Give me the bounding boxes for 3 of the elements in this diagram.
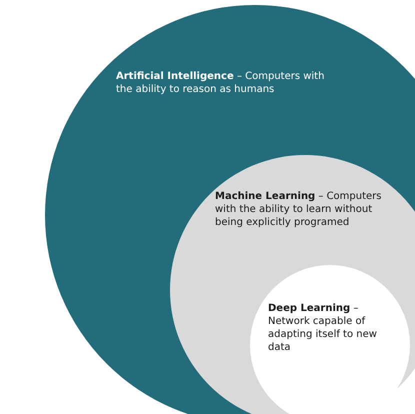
definition-text: Machine Learning – Computers with the ability to learn without being explicitly programed: [215, 190, 382, 229]
definition-text: Deep Learning – Network capable of adapting itself to new data: [268, 302, 378, 354]
definition-text: Artificial Intelligence – Computers with the ability to reason as humans: [116, 70, 326, 96]
